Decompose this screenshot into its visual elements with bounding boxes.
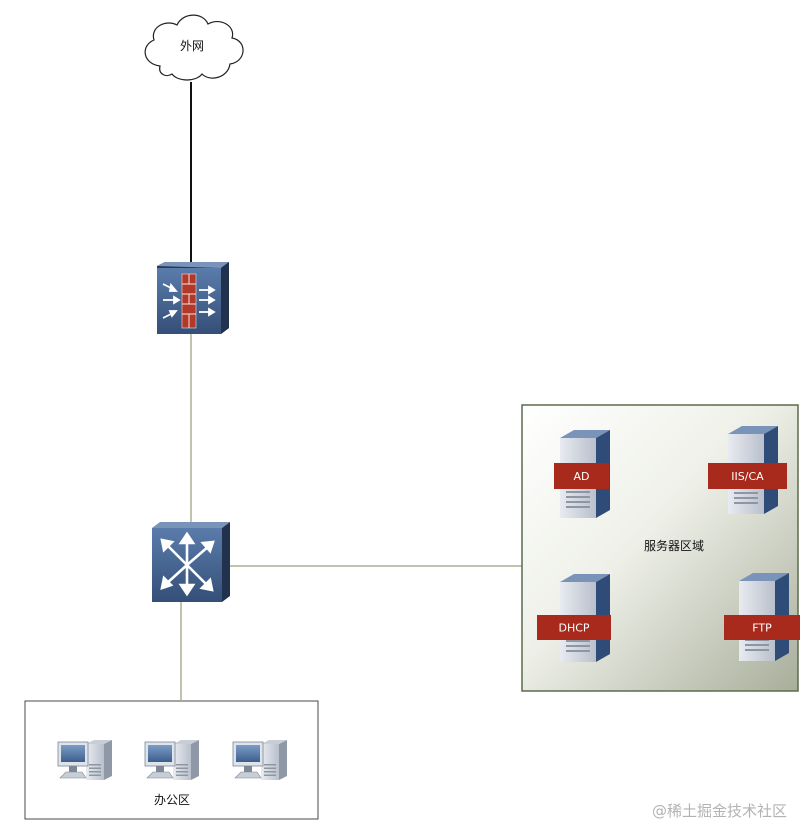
server-zone-label: 服务器区域 bbox=[644, 538, 704, 553]
watermark: @稀土掘金技术社区 bbox=[652, 802, 787, 820]
server-tag bbox=[537, 615, 611, 640]
firewall-arrows-icon bbox=[162, 282, 216, 319]
office-zone: 办公区 bbox=[24, 700, 319, 820]
server-label: IIS/CA bbox=[731, 470, 764, 483]
cloud-icon bbox=[144, 14, 244, 81]
switch-arrows-icon bbox=[160, 531, 215, 597]
pc-workstation bbox=[57, 740, 112, 780]
server-dhcp: DHCP bbox=[537, 574, 611, 662]
firewall-device bbox=[157, 262, 229, 334]
pc-workstation bbox=[232, 740, 287, 780]
server-ad: AD bbox=[554, 430, 610, 518]
server-iis-ca: IIS/CA bbox=[708, 426, 787, 514]
internet-cloud: 外网 bbox=[144, 14, 244, 81]
firewall-brick-icon bbox=[181, 273, 197, 329]
server-tag bbox=[554, 463, 609, 489]
pc-workstation bbox=[144, 740, 199, 780]
server-tag bbox=[708, 463, 787, 489]
server-label: FTP bbox=[752, 622, 772, 635]
server-zone: 服务器区域 AD IIS/CA DHCP FTP bbox=[521, 404, 800, 692]
core-switch-device bbox=[152, 522, 230, 602]
internet-label: 外网 bbox=[180, 39, 204, 53]
office-zone-label: 办公区 bbox=[154, 792, 190, 807]
server-label: AD bbox=[574, 470, 590, 483]
server-label: DHCP bbox=[558, 622, 589, 635]
server-ftp: FTP bbox=[724, 573, 800, 661]
server-tag bbox=[724, 615, 800, 640]
